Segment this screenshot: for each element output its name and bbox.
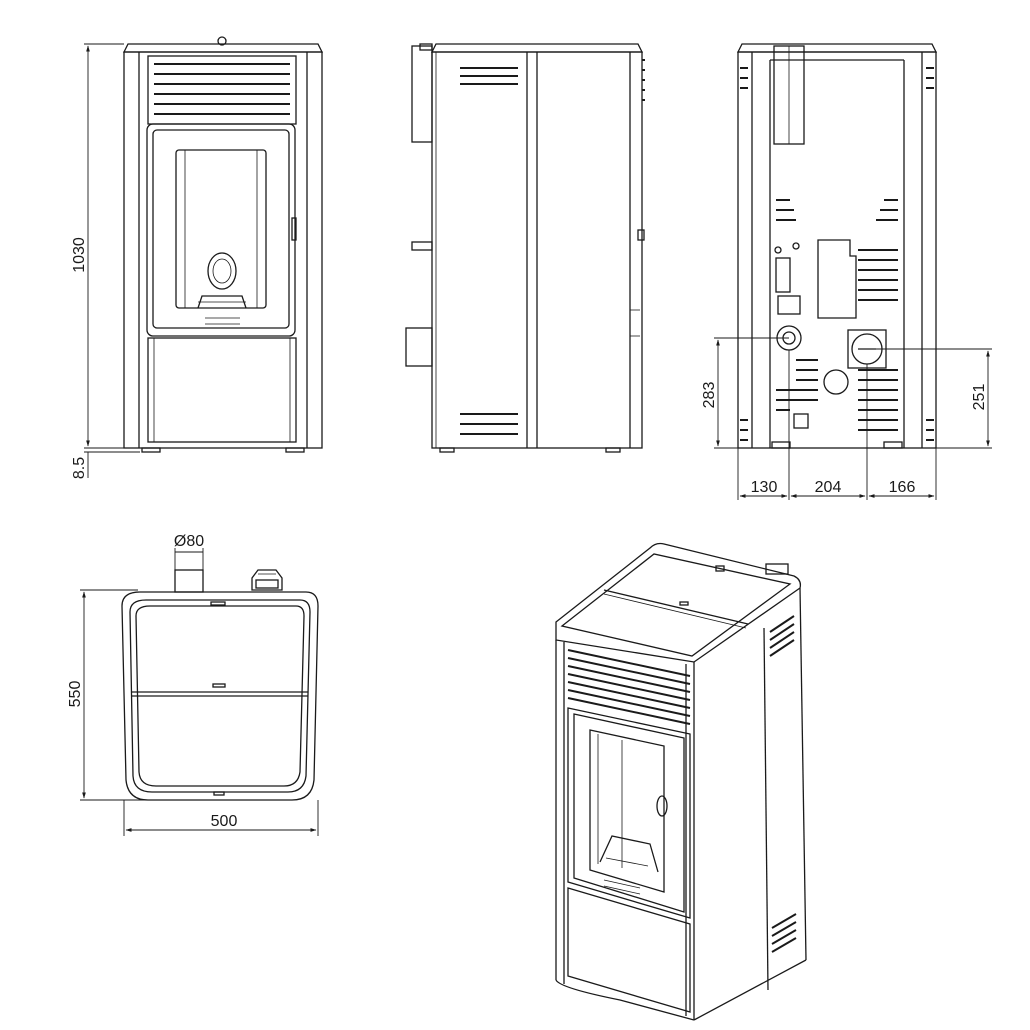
front-dimensions: 1030 8.5 (71, 43, 140, 479)
center-spacing-label: 204 (815, 479, 842, 496)
flue-offset-label: 130 (751, 479, 778, 496)
side-view (405, 43, 645, 453)
flue-diameter-label: Ø80 (174, 533, 204, 550)
foot-height-label: 8.5 (71, 457, 88, 479)
rear-perforations (776, 199, 898, 431)
viewing-port (207, 252, 237, 290)
isometric-view (555, 542, 807, 1021)
rear-side-vents (740, 67, 934, 441)
rear-view (736, 43, 938, 449)
front-door (146, 123, 296, 337)
front-view (122, 36, 324, 453)
air-offset-label: 166 (889, 479, 916, 496)
width-label: 500 (211, 813, 238, 830)
fire-window (175, 149, 267, 309)
rear-dimensions: 283 251 130 204 166 (701, 337, 992, 500)
iso-grille (567, 649, 691, 725)
air-intake-height-label: 251 (971, 384, 988, 411)
door-handle (291, 217, 297, 241)
depth-label: 550 (67, 681, 84, 708)
top-view (121, 569, 319, 801)
flue-pipe-top (174, 569, 204, 593)
flue-height-label: 283 (701, 382, 718, 409)
iso-fire-window (589, 729, 665, 893)
height-total-label: 1030 (71, 237, 88, 273)
top-dimensions: Ø80 550 500 (67, 533, 319, 836)
front-grille (154, 63, 290, 115)
